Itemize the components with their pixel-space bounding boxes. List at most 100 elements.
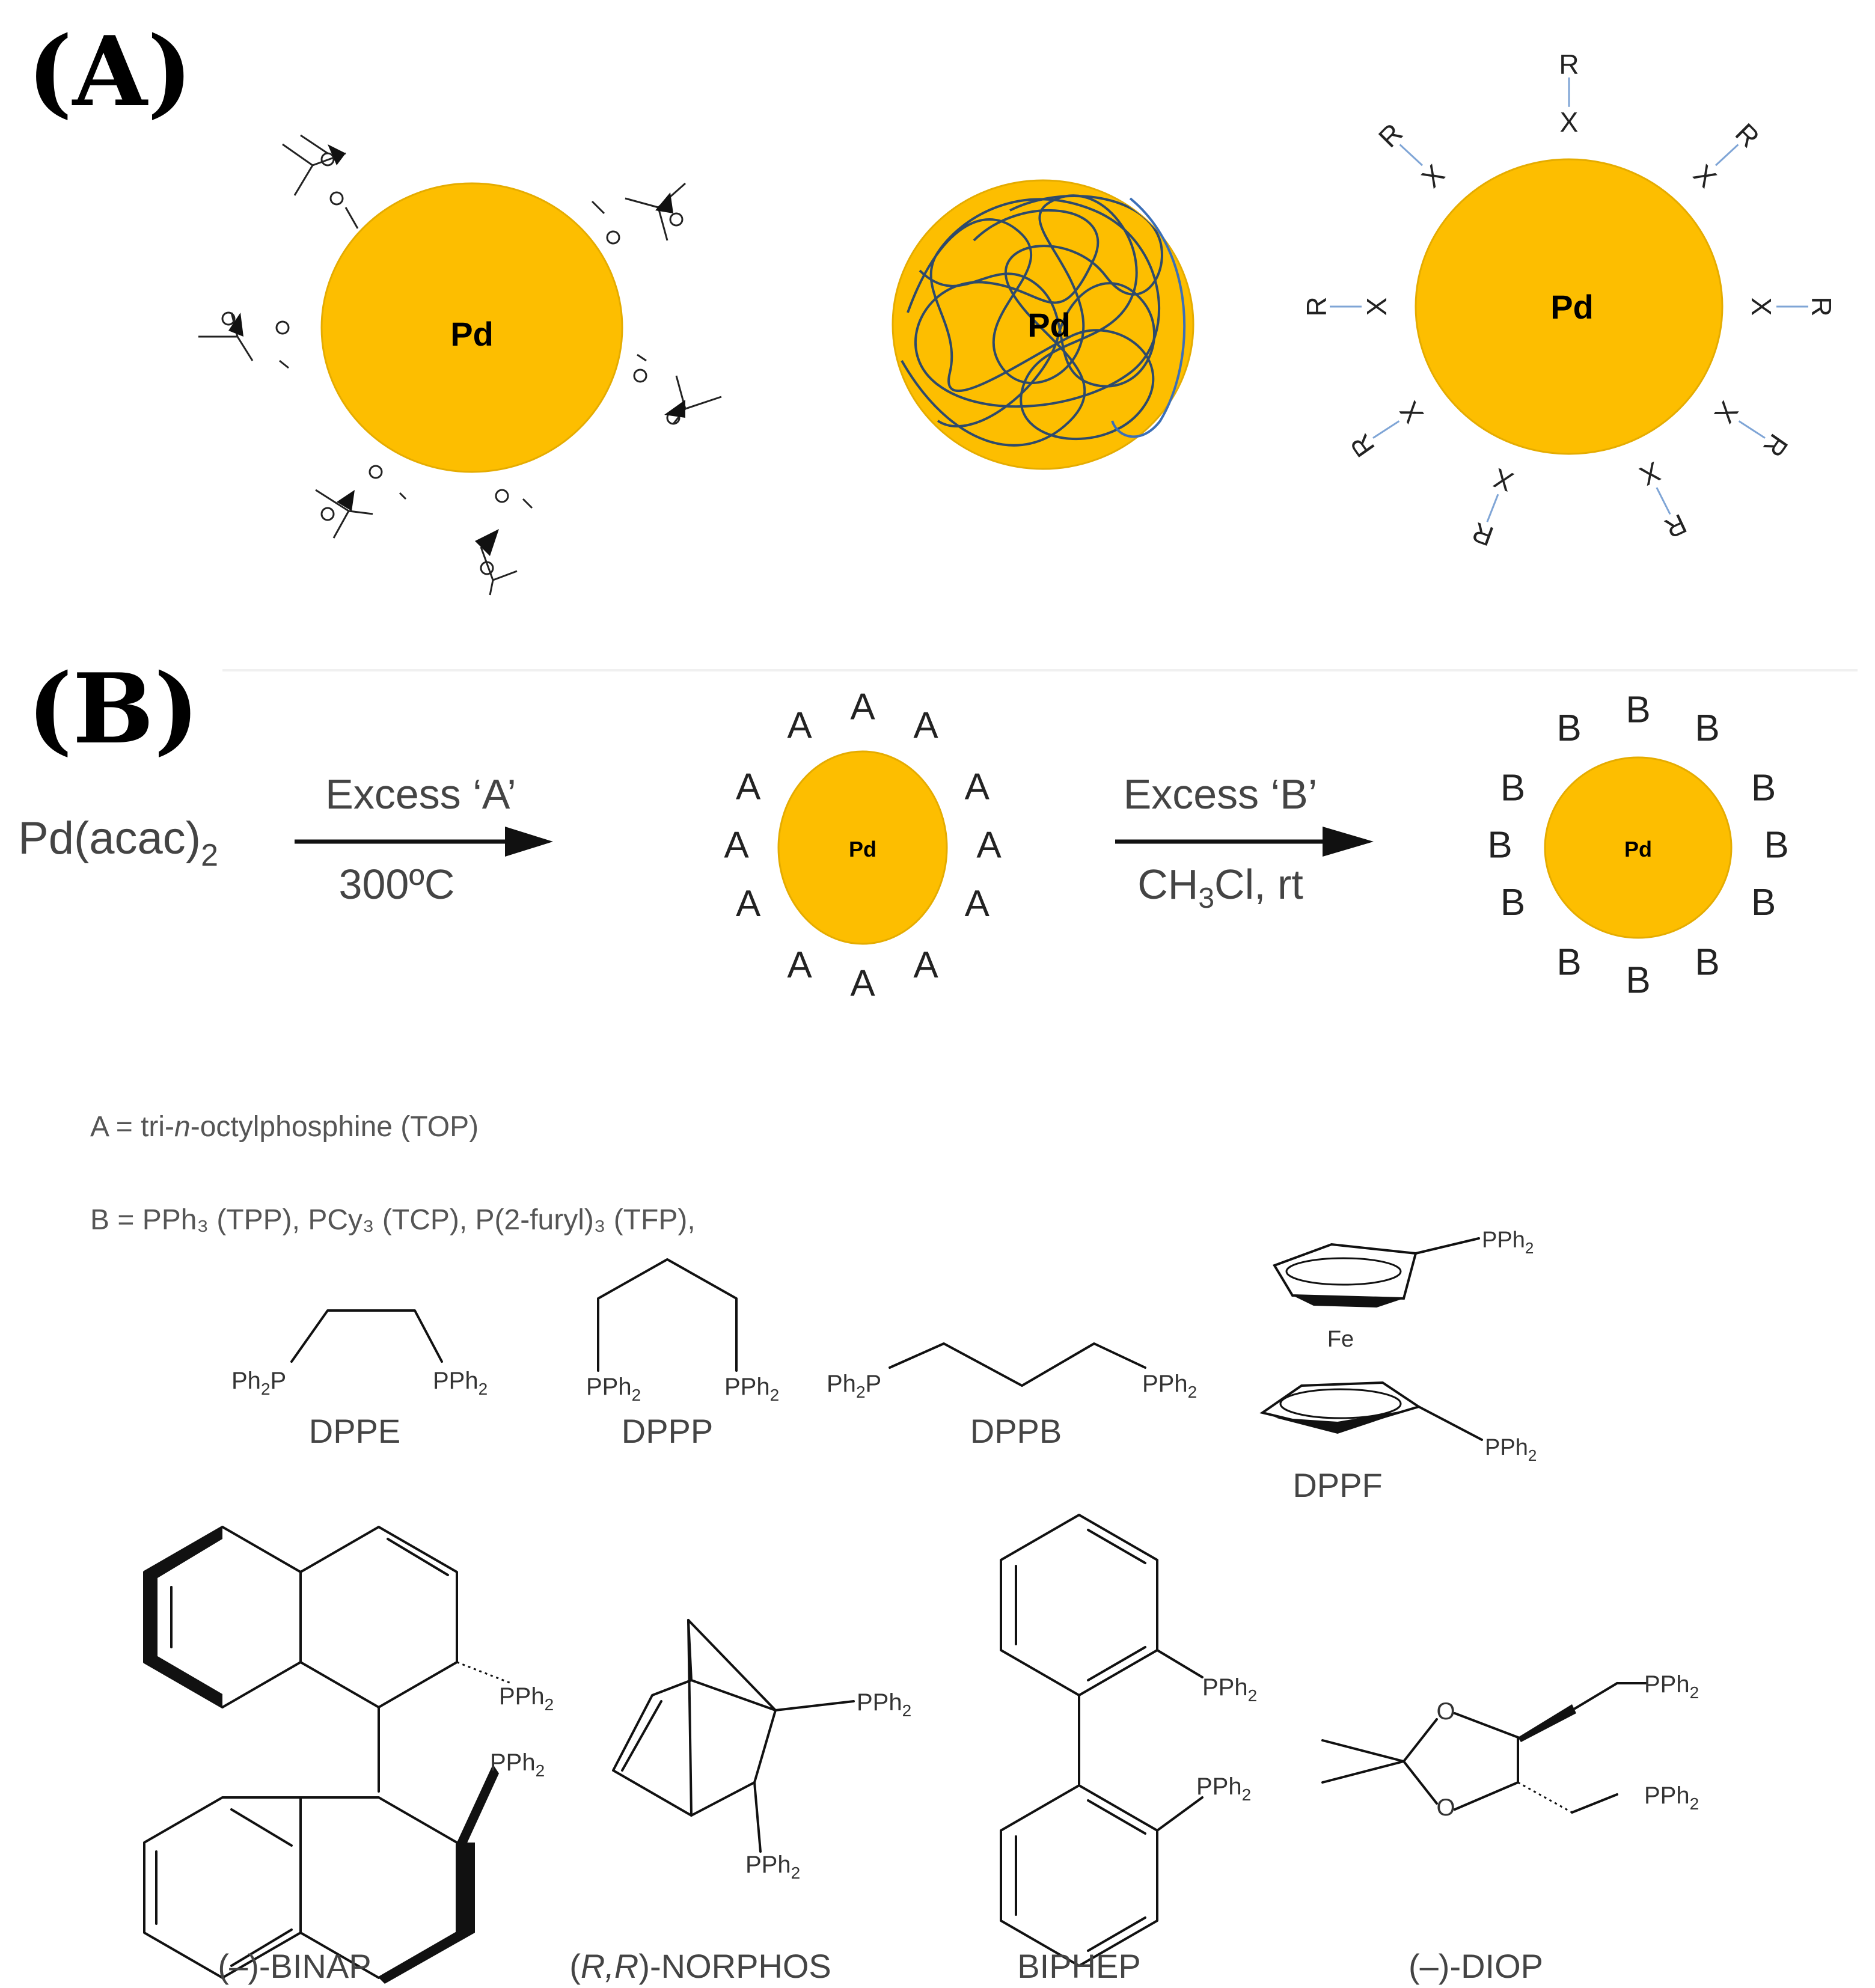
pph2-label: PPh2 — [586, 1374, 641, 1404]
panel-b-label: (B) — [27, 652, 200, 765]
r-group-5: R — [1301, 296, 1332, 316]
ligand-b-3: B — [1556, 708, 1581, 749]
pd-core-label: Pd — [1624, 837, 1652, 861]
ph2p-label: Ph2P — [231, 1368, 286, 1398]
dppb-name: DPPB — [970, 1412, 1062, 1450]
ligand-a-8: A — [965, 883, 990, 925]
pd-core-label: Pd — [849, 837, 876, 861]
pph2-label: PPh2 — [1485, 1435, 1537, 1464]
dppb-structure: Ph2P PPh2 DPPB — [827, 1342, 1197, 1450]
reactant: Pd(acac)2 — [18, 813, 218, 873]
ligand-a-10: A — [913, 944, 938, 986]
pd-core — [777, 750, 948, 945]
definition-b: B = PPh₃ (TPP), PCy₃ (TCP), P(2-furyl)₃ … — [90, 1204, 696, 1236]
pph2-label: PPh2 — [724, 1374, 779, 1404]
x-atom-9: X — [1489, 462, 1517, 498]
ligand-a-7: A — [724, 825, 749, 866]
ligand-b-9: B — [1500, 882, 1525, 923]
norphos-name: (R,R)-NORPHOS — [569, 1947, 831, 1985]
ligand-a-6: A — [976, 825, 1002, 866]
ligand-b-4: B — [1751, 768, 1776, 809]
pph2-label: PPh2 — [1482, 1228, 1534, 1257]
panel-a-label: (A) — [27, 15, 193, 128]
x-atom-4: X — [1746, 298, 1777, 316]
pd-core — [1544, 756, 1733, 939]
ligand-b-10: B — [1695, 942, 1719, 983]
ligand-a-5: A — [736, 766, 761, 808]
ligand-b-8: B — [1751, 882, 1776, 923]
arrow1-condition: 300ºC — [339, 861, 455, 908]
pph2-label: PPh2 — [857, 1689, 911, 1720]
ligand-a-2: A — [913, 705, 938, 747]
x-atom-7: X — [1393, 396, 1430, 429]
pph2-label: PPh2 — [1142, 1371, 1197, 1401]
binap-structure: PPh2 PPh2 — [143, 1526, 554, 1984]
r-x-bond-9 — [1486, 494, 1499, 522]
oxygen-label: O — [1436, 1698, 1455, 1725]
ion-pair-1 — [282, 134, 359, 229]
ph2p-label: Ph2P — [827, 1371, 881, 1401]
x-atom-5: X — [1361, 298, 1392, 316]
binap-name: (–)-BINAP — [218, 1947, 371, 1985]
pd-core — [320, 182, 623, 473]
pph2-label: PPh2 — [433, 1368, 488, 1398]
ligand-b-7: B — [1487, 825, 1512, 866]
ligand-a-1: A — [850, 687, 875, 728]
r-group-4: R — [1806, 296, 1837, 316]
ligand-a-11: A — [787, 944, 812, 986]
r-group-7: R — [1344, 429, 1381, 463]
ligand-b-5: B — [1500, 768, 1525, 809]
ligand-a-9: A — [736, 883, 761, 925]
pph2-label: PPh2 — [490, 1749, 545, 1780]
r-x-bond-6 — [1738, 420, 1766, 439]
r-x-bond-2 — [1714, 144, 1739, 167]
dppp-structure: PPh2 PPh2 DPPP — [586, 1258, 779, 1450]
pd-core — [1415, 158, 1724, 455]
r-x-bond-8 — [1656, 487, 1671, 515]
dppe-structure: Ph2P PPh2 DPPE — [231, 1309, 488, 1450]
diop-structure: O O PPh2 PPh2 — [1321, 1671, 1699, 1821]
dppf-structure: PPh2 Fe PPh2 DPPF — [1259, 1228, 1537, 1504]
ligand-b-11: B — [1556, 942, 1581, 983]
dppe-name: DPPE — [309, 1412, 401, 1450]
pd-core-label: Pd — [1027, 306, 1071, 344]
r-group-9: R — [1468, 516, 1497, 552]
pph2-label: PPh2 — [499, 1683, 554, 1714]
ligand-a-12: A — [850, 963, 875, 1005]
biphep-name: BIPHEP — [1017, 1947, 1140, 1985]
ligand-b-12: B — [1626, 960, 1650, 1002]
pph2-label: PPh2 — [1196, 1773, 1251, 1804]
reaction-arrow-1 — [295, 827, 553, 857]
pph2-label: PPh2 — [1644, 1671, 1699, 1702]
biphep-structure: PPh2 PPh2 — [1000, 1514, 1257, 1967]
electrostatic-particle: Pd — [198, 134, 722, 596]
ligand-b-2: B — [1695, 708, 1719, 749]
ion-pair-6 — [480, 489, 533, 596]
x-atom-8: X — [1635, 456, 1665, 492]
r-group-6: R — [1757, 429, 1794, 463]
diop-name: (–)-DIOP — [1409, 1947, 1543, 1985]
ion-pair-3 — [198, 311, 290, 369]
r-group-8: R — [1660, 508, 1691, 545]
pph2-label: PPh2 — [1202, 1674, 1257, 1705]
pd-core — [892, 179, 1194, 470]
pd-core-label: Pd — [450, 315, 494, 353]
polymer-particle: Pd — [892, 179, 1194, 470]
pph2-label: PPh2 — [1644, 1782, 1699, 1813]
norphos-structure: PPh2 PPh2 — [612, 1619, 911, 1882]
ion-pair-wedges — [228, 144, 685, 556]
ligand-a-3: A — [787, 705, 812, 747]
dppf-name: DPPF — [1292, 1466, 1382, 1504]
x-atom-6: X — [1708, 396, 1745, 429]
arrow2-reagent: Excess ‘B’ — [1124, 771, 1318, 818]
arrow1-reagent: Excess ‘A’ — [325, 771, 516, 818]
oxygen-label: O — [1436, 1794, 1455, 1821]
ligand-b-6: B — [1764, 825, 1788, 866]
r-x-bond-3 — [1399, 144, 1424, 167]
